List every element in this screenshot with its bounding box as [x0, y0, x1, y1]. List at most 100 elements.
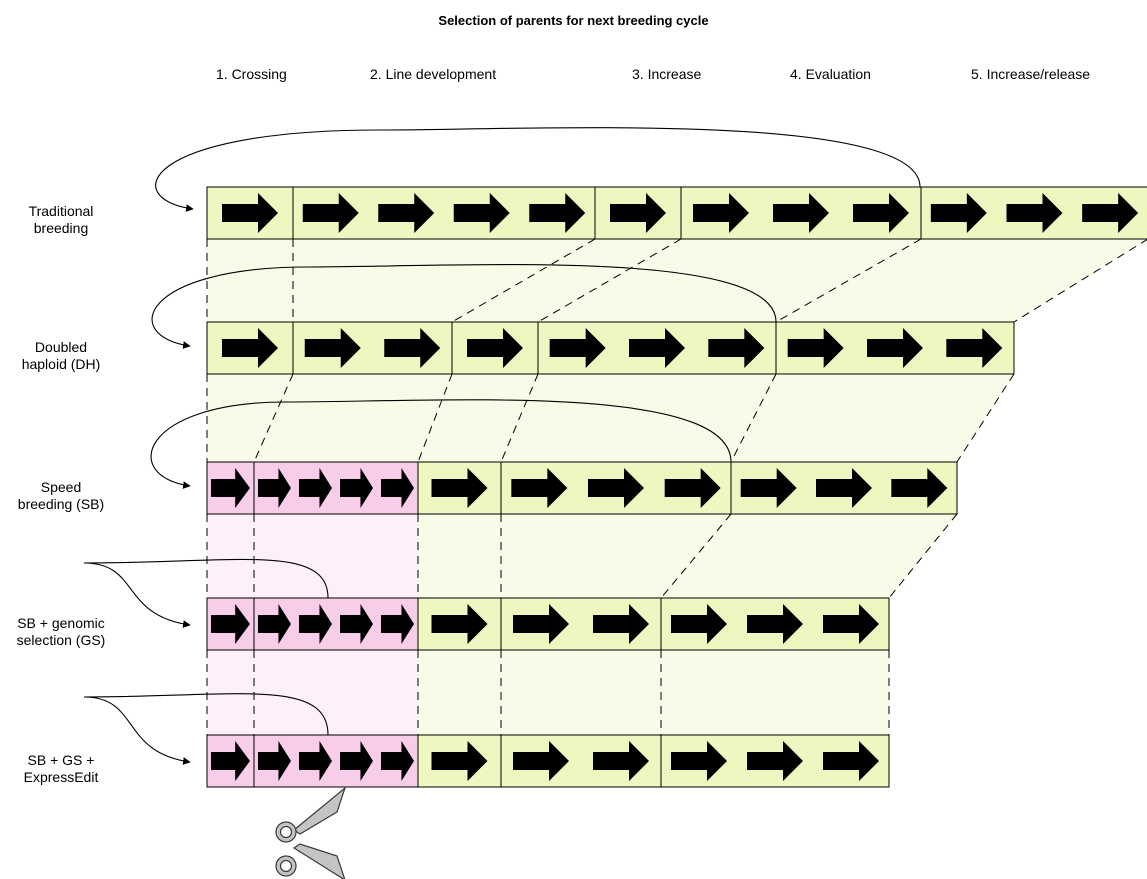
stage-label-increase-release: 5. Increase/release — [971, 66, 1091, 82]
arrow-icon — [823, 741, 879, 781]
dashed-guide — [660, 513, 732, 599]
stage-bands — [207, 239, 1147, 735]
arrow-icon — [299, 468, 332, 508]
arrow-icon — [610, 193, 666, 233]
arrow-icon — [511, 468, 568, 508]
arrow-icon — [378, 193, 435, 233]
timeline-row — [206, 597, 890, 651]
timeline-row — [206, 186, 1147, 240]
arrow-icon — [708, 328, 765, 368]
arrow-icon — [671, 741, 727, 781]
stage-band — [254, 650, 418, 735]
arrow-icon — [258, 468, 291, 508]
arrow-icon — [930, 193, 987, 233]
arrow-icon — [513, 604, 569, 644]
arrow-icon — [431, 604, 488, 644]
stage-band — [207, 650, 254, 735]
selection-loop-arrow — [150, 399, 732, 489]
stage-band — [776, 239, 1147, 322]
arrow-icon — [867, 328, 923, 368]
timeline-rows — [206, 186, 1147, 788]
arrow-icon — [747, 604, 803, 644]
scissors-icon — [275, 786, 347, 879]
arrow-icon — [453, 193, 510, 233]
arrow-icon — [258, 741, 291, 781]
arrow-icon — [304, 328, 361, 368]
arrow-icon — [549, 328, 606, 368]
arrow-icon — [381, 604, 414, 644]
stage-band — [254, 374, 452, 462]
dashed-guides — [206, 238, 1147, 735]
arrow-icon — [593, 741, 649, 781]
arrow-icon — [747, 741, 803, 781]
stage-band — [501, 514, 731, 598]
stage-band — [501, 374, 776, 462]
stage-band — [731, 374, 1014, 462]
arrow-icon — [467, 328, 523, 368]
arrow-icon — [740, 468, 797, 508]
stage-band — [207, 374, 293, 462]
stage-band — [661, 514, 957, 598]
arrow-icon — [513, 741, 569, 781]
stage-band — [661, 650, 889, 735]
arrow-icon — [384, 328, 441, 368]
timeline-row — [206, 734, 890, 788]
arrow-icon — [823, 604, 879, 644]
arrow-icon — [431, 468, 488, 508]
timeline-row — [206, 461, 958, 515]
selection-loop-arrow — [151, 264, 777, 349]
arrow-icon — [299, 741, 332, 781]
arrow-icon — [693, 193, 749, 233]
arrow-icon — [1006, 193, 1063, 233]
stage-band — [293, 239, 595, 322]
arrow-icon — [593, 604, 649, 644]
diagram-title: Selection of parents for next breeding c… — [438, 13, 709, 28]
arrow-icon — [340, 468, 373, 508]
arrow-icon — [853, 193, 909, 233]
stage-band — [254, 514, 418, 598]
stage-label-increase: 3. Increase — [632, 66, 702, 82]
arrow-icon — [302, 193, 359, 233]
selection-loop-arrow — [155, 127, 921, 212]
arrow-icon — [773, 193, 829, 233]
arrow-icon — [258, 604, 291, 644]
selection-loop-arrow — [83, 693, 329, 765]
stage-band — [452, 239, 681, 322]
arrow-icon — [211, 604, 250, 644]
arrow-icon — [211, 741, 250, 781]
selection-loops — [83, 127, 921, 765]
stage-band — [207, 514, 254, 598]
arrow-icon — [381, 741, 414, 781]
arrow-icon — [299, 604, 332, 644]
arrow-icon — [671, 604, 727, 644]
dashed-guide — [500, 373, 539, 463]
dashed-guide — [253, 373, 294, 463]
stage-band — [501, 650, 661, 735]
stage-band — [538, 239, 921, 322]
arrow-icon — [816, 468, 872, 508]
dashed-guide — [1013, 239, 1147, 323]
arrow-icon — [340, 604, 373, 644]
dashed-guide — [730, 373, 777, 463]
dashed-guide — [888, 513, 958, 599]
arrow-icon — [629, 328, 685, 368]
arrow-icon — [222, 328, 278, 368]
arrow-icon — [340, 741, 373, 781]
stage-label-line-development: 2. Line development — [370, 66, 497, 82]
arrow-icon — [787, 328, 844, 368]
arrow-icon — [222, 193, 278, 233]
arrow-icon — [1082, 193, 1139, 233]
stage-band — [207, 239, 293, 322]
arrow-icon — [381, 468, 414, 508]
arrow-icon — [664, 468, 721, 508]
arrow-icon — [588, 468, 644, 508]
dashed-guide — [956, 373, 1015, 463]
arrow-icon — [431, 741, 488, 781]
timeline-row — [206, 321, 1015, 375]
stage-band — [418, 514, 501, 598]
arrow-icon — [946, 328, 1003, 368]
